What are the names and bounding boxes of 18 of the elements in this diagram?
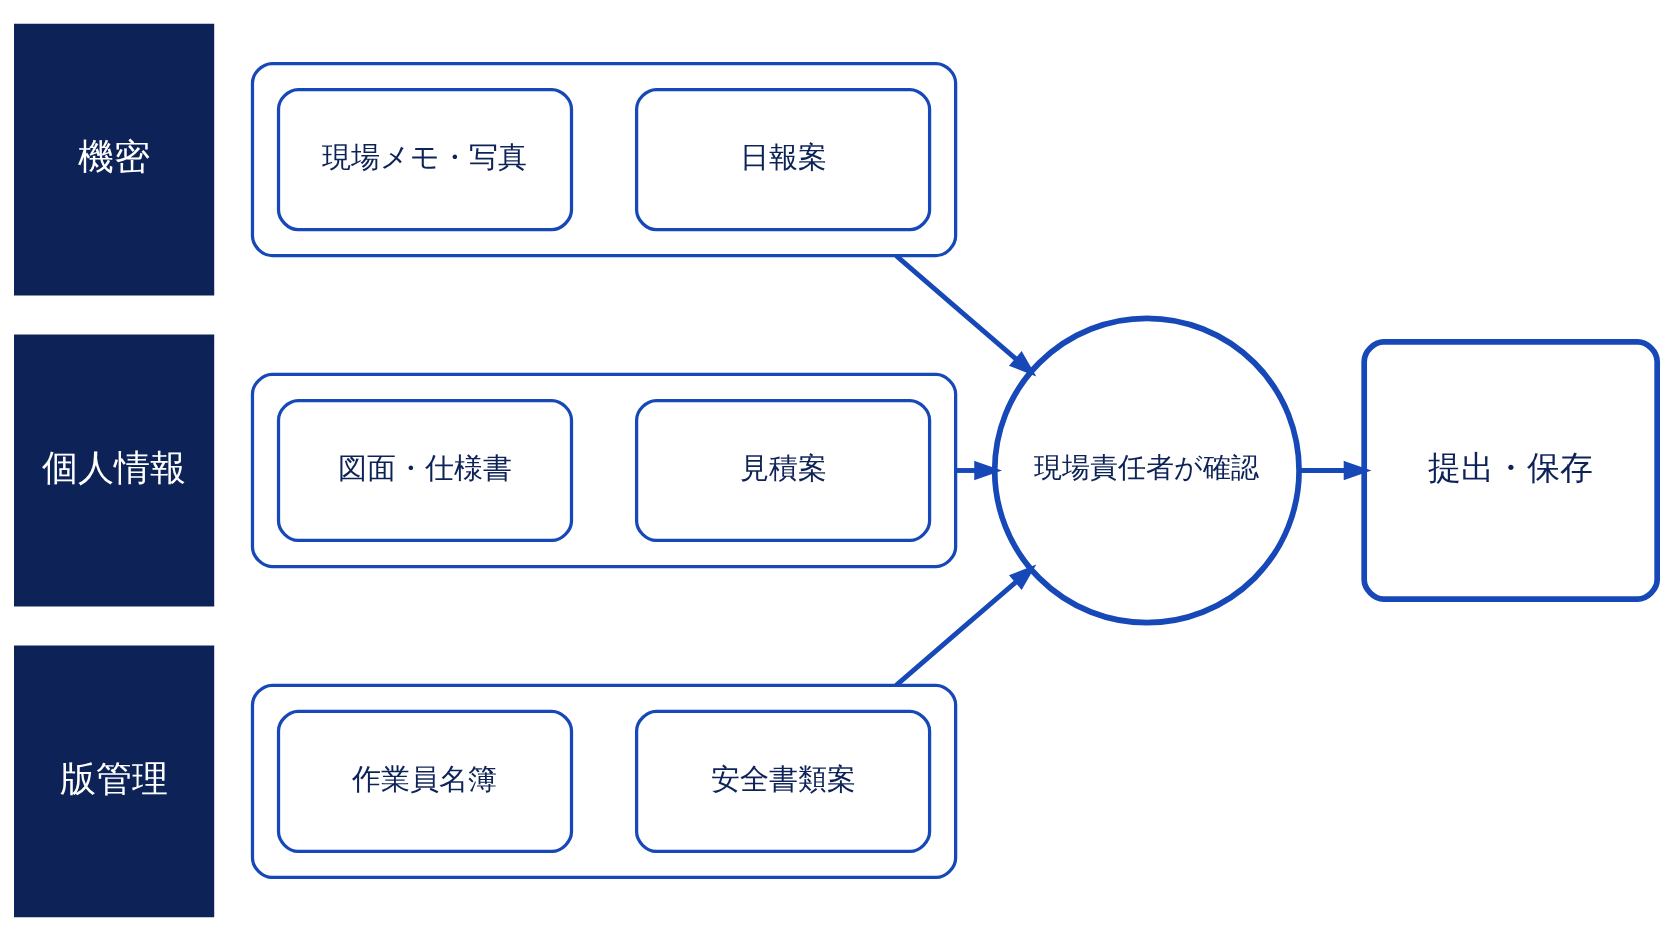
- node-box: 日報案: [635, 88, 932, 232]
- node-box: 作業員名簿: [276, 709, 574, 853]
- node-box: 現場メモ・写真: [276, 88, 574, 232]
- node-box: 機密: [14, 23, 215, 296]
- arrow: [894, 253, 1037, 377]
- node-box: 見積案: [635, 398, 932, 543]
- cluster: [250, 61, 958, 258]
- node-box: 個人情報: [14, 334, 215, 607]
- node-box: 提出・保存: [1361, 339, 1660, 602]
- node-box: 図面・仕様書: [276, 398, 574, 543]
- node-box: 版管理: [14, 645, 215, 918]
- arrow: [955, 460, 1002, 481]
- cluster: [250, 372, 958, 569]
- arrow: [1299, 460, 1372, 481]
- arrow: [894, 564, 1037, 688]
- cluster: [250, 683, 958, 880]
- node-circle: 現場責任者が確認: [991, 315, 1302, 626]
- node-box: 安全書類案: [635, 709, 932, 853]
